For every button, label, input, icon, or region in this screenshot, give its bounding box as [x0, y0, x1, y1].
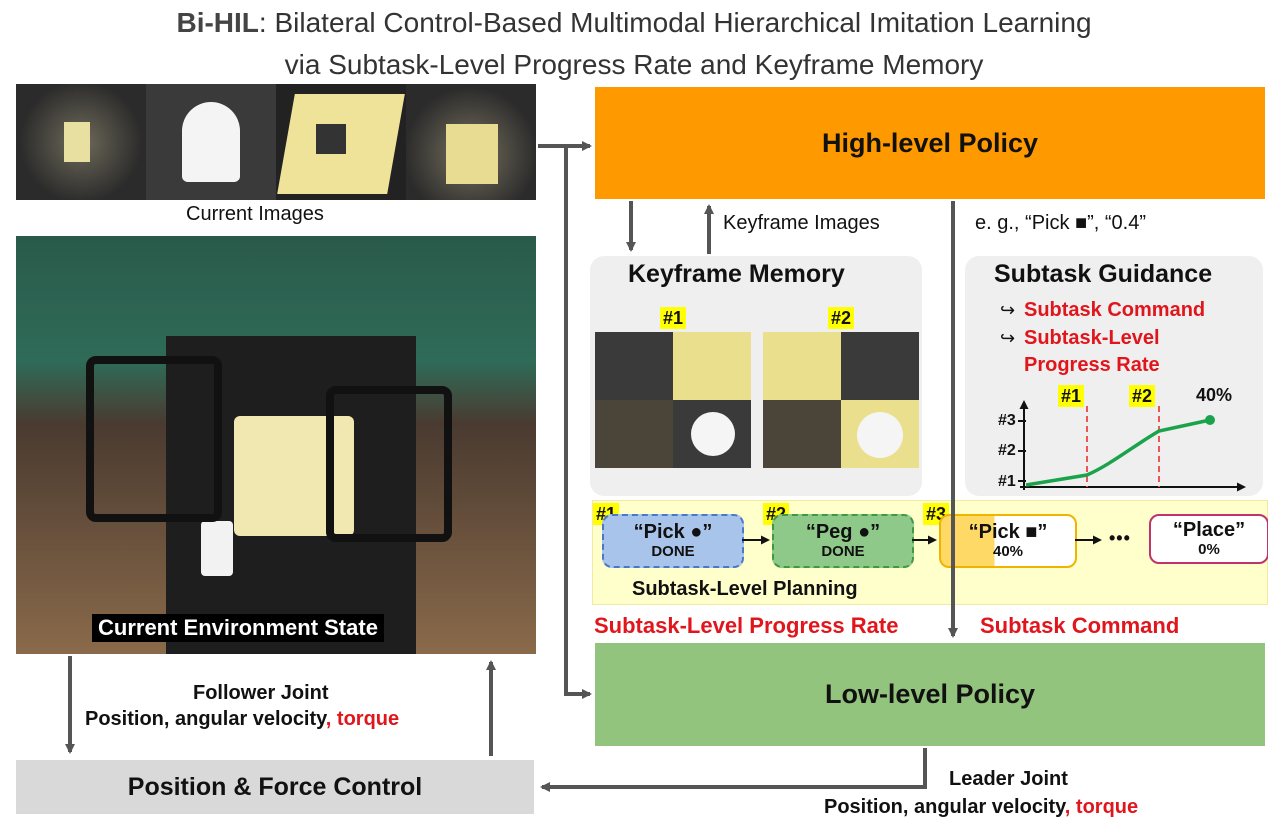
- planning-ellipsis: • • •: [1109, 528, 1130, 548]
- subtask-guidance-panel: [965, 256, 1263, 496]
- planning-step-3-status: 40%: [992, 543, 1024, 560]
- example-label: e. g., “Pick ■”, “0.4”: [975, 212, 1147, 234]
- title-bold: Bi-HIL: [176, 7, 259, 38]
- keyframe-image-1: [595, 332, 751, 468]
- leader-joint-quantities: Position, angular velocity: [824, 796, 1065, 818]
- planning-step-4-name: “Place”: [1172, 519, 1246, 541]
- planning-step-4-status: 0%: [1198, 541, 1220, 558]
- planning-step-2-status: DONE: [821, 543, 865, 560]
- progress-endpoint: [1205, 415, 1215, 425]
- subtask-guidance-title: Subtask Guidance: [994, 260, 1213, 288]
- follower-joint-detail: Position, angular velocity, torque: [85, 708, 399, 731]
- planning-step-2-name: “Peg ●”: [805, 521, 881, 543]
- environment-photo: [16, 236, 536, 654]
- subtask-command-label: Subtask Command: [980, 613, 1180, 638]
- y-tick-3: #3: [998, 412, 1016, 429]
- current-image-1: [16, 84, 146, 200]
- guidance-item-subtask-command: Subtask Command: [1024, 299, 1206, 321]
- current-image-4: [406, 84, 536, 200]
- y-tick-1: #1: [998, 473, 1016, 490]
- keyframe-tag-2: #2: [828, 307, 855, 329]
- leader-joint-title: Leader Joint: [949, 768, 1068, 790]
- low-level-policy-box: Low-level Policy: [595, 643, 1265, 746]
- arrow-glyph-1: ↪: [1000, 300, 1016, 320]
- progress-rate-label: Subtask-Level Progress Rate: [594, 613, 899, 638]
- position-force-control-box: Position & Force Control: [16, 760, 534, 814]
- arrow-images-to-low: [564, 146, 592, 699]
- planning-step-peg-sphere: “Peg ●” DONE: [772, 514, 914, 568]
- planning-step-3-name: “Pick ■”: [968, 521, 1048, 543]
- leader-joint-detail: Position, angular velocity, torque: [824, 796, 1138, 819]
- current-image-3: [276, 84, 406, 200]
- title-line-1: Bi-HIL: Bilateral Control-Based Multimod…: [0, 6, 1268, 40]
- y-tick-2: #2: [998, 442, 1016, 459]
- peg-board: [234, 416, 354, 536]
- arrow-glyph-2: ↪: [1000, 328, 1016, 348]
- leader-joint-comma: ,: [1064, 796, 1076, 818]
- planning-step-1-status: DONE: [651, 543, 695, 560]
- progress-chart: [1018, 400, 1246, 492]
- follower-joint-torque: torque: [336, 708, 400, 730]
- robot-arm-left: [86, 356, 222, 522]
- planning-step-1-name: “Pick ●”: [633, 521, 713, 543]
- current-images-label: Current Images: [186, 203, 324, 225]
- planning-step-pick-cube: “Pick ■” 40%: [939, 514, 1077, 568]
- peg-object: [201, 521, 233, 576]
- current-images-strip: [16, 84, 536, 200]
- progress-marker-2: #2: [1129, 385, 1156, 407]
- keyframe-memory-title: Keyframe Memory: [628, 260, 845, 288]
- environment-state-label: Current Environment State: [92, 614, 384, 642]
- planning-step-pick-sphere: “Pick ●” DONE: [602, 514, 744, 568]
- progress-marker-1: #1: [1058, 385, 1085, 407]
- keyframe-tag-1: #1: [660, 307, 687, 329]
- planning-step-place: “Place” 0%: [1149, 514, 1268, 564]
- follower-joint-title: Follower Joint: [193, 682, 329, 704]
- high-level-policy-box: High-level Policy: [595, 87, 1265, 199]
- arrow-low-to-control: [540, 748, 927, 792]
- planning-label: Subtask-Level Planning: [632, 578, 858, 600]
- title-line-2: via Subtask-Level Progress Rate and Keyf…: [284, 49, 984, 80]
- guidance-item-progress-rate-1: Subtask-Level: [1024, 327, 1160, 349]
- current-image-2: [146, 84, 276, 200]
- follower-joint-quantities: Position, angular velocity: [85, 708, 326, 730]
- progress-percent: 40%: [1196, 385, 1233, 405]
- follower-joint-comma: ,: [325, 708, 337, 730]
- title-rest: : Bilateral Control-Based Multimodal Hie…: [258, 7, 1092, 38]
- progress-curve: [1025, 418, 1211, 487]
- keyframe-image-2: [763, 332, 919, 468]
- keyframe-images-label: Keyframe Images: [723, 212, 880, 234]
- leader-joint-torque: torque: [1075, 796, 1139, 818]
- guidance-item-progress-rate-2: Progress Rate: [1024, 354, 1160, 376]
- robot-arm-right: [326, 386, 452, 542]
